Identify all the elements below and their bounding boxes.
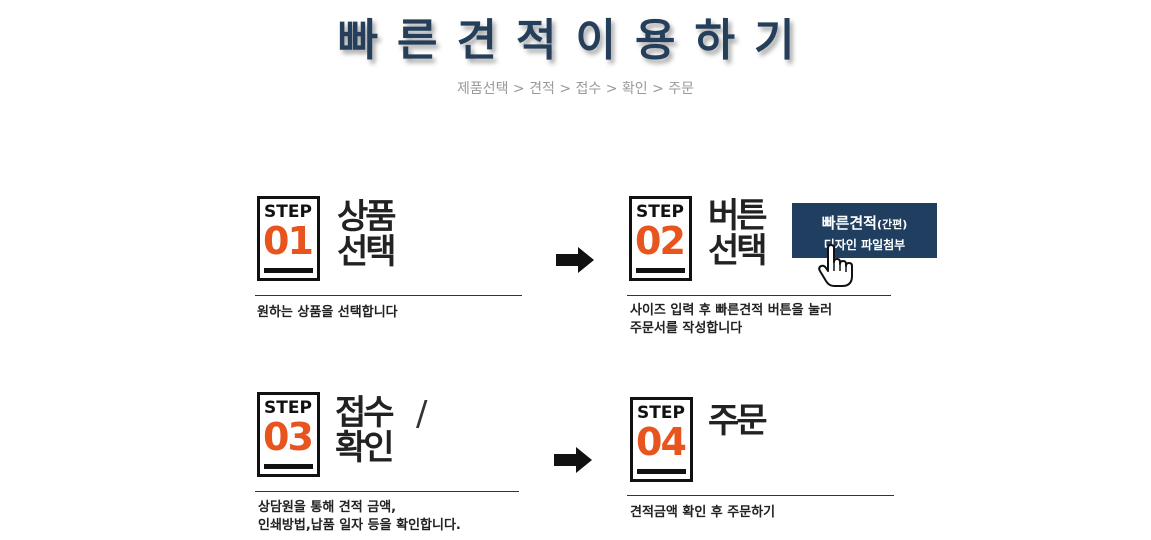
heading-line-1: 상품 — [337, 197, 397, 237]
step-label: STEP — [636, 202, 684, 222]
heading-line-2: 선택 — [708, 231, 768, 271]
step-badge: STEP 02 — [629, 196, 692, 281]
page-title: 빠른견적이용하기 — [337, 15, 814, 66]
quote-button-main: 빠른견적(간편) — [792, 212, 937, 233]
step-heading: 상품 선택 — [337, 197, 397, 272]
heading-line-1: 주문 — [708, 401, 768, 441]
step-number: 01 — [263, 219, 314, 263]
step-heading: 버튼 선택 — [708, 196, 768, 271]
heading-line-2: 확인 — [335, 428, 395, 468]
description-line-2: 인쇄방법,납품 일자 등을 확인합니다. — [258, 518, 461, 533]
arrow-right-icon — [556, 247, 594, 273]
quote-button-sub-label: 디자인 파일첨부 — [823, 238, 906, 252]
step-heading: 접수 확인 — [335, 393, 395, 468]
heading-line-2: 선택 — [337, 232, 397, 272]
quote-button-suffix: (간편) — [876, 218, 908, 231]
heading-slash: / — [416, 394, 428, 434]
step-number: 03 — [263, 415, 314, 459]
divider — [255, 295, 522, 296]
quote-button-main-label: 빠른견적 — [821, 214, 877, 232]
step-label: STEP — [637, 403, 685, 423]
step-description: 상담원을 통해 견적 금액, 인쇄방법,납품 일자 등을 확인합니다. — [258, 499, 461, 535]
heading-line-1: 버튼 — [708, 196, 768, 236]
heading-line-1: 접수 — [335, 393, 395, 433]
arrow-right-icon — [554, 447, 592, 473]
step-badge: STEP 03 — [257, 392, 320, 477]
step-description: 원하는 상품을 선택합니다 — [257, 304, 398, 322]
badge-bar — [264, 464, 313, 469]
badge-bar — [637, 469, 686, 474]
badge-bar — [264, 268, 313, 273]
step-label: STEP — [264, 398, 312, 418]
description-line-2: 주문서를 작성합니다 — [630, 321, 743, 336]
hand-pointer-icon — [818, 244, 853, 287]
step-label: STEP — [264, 202, 312, 222]
step-badge: STEP 01 — [257, 196, 320, 281]
breadcrumb: 제품선택 > 견적 > 접수 > 확인 > 주문 — [456, 81, 695, 97]
quick-quote-button[interactable]: 빠른견적(간편) 디자인 파일첨부 — [792, 203, 937, 258]
description-line-1: 견적금액 확인 후 주문하기 — [630, 505, 776, 520]
step-badge: STEP 04 — [630, 397, 693, 482]
step-heading: 주문 — [708, 401, 768, 441]
step-description: 사이즈 입력 후 빠른견적 버튼을 눌러 주문서를 작성합니다 — [630, 302, 832, 338]
description-line-1: 상담원을 통해 견적 금액, — [258, 500, 397, 515]
divider — [255, 491, 519, 492]
step-number: 04 — [636, 420, 687, 464]
divider — [627, 495, 894, 496]
divider — [627, 295, 891, 296]
step-description: 견적금액 확인 후 주문하기 — [630, 504, 775, 522]
badge-bar — [636, 268, 685, 273]
description-line-1: 원하는 상품을 선택합니다 — [257, 305, 398, 320]
step-number: 02 — [635, 219, 686, 263]
description-line-1: 사이즈 입력 후 빠른견적 버튼을 눌러 — [630, 303, 833, 318]
